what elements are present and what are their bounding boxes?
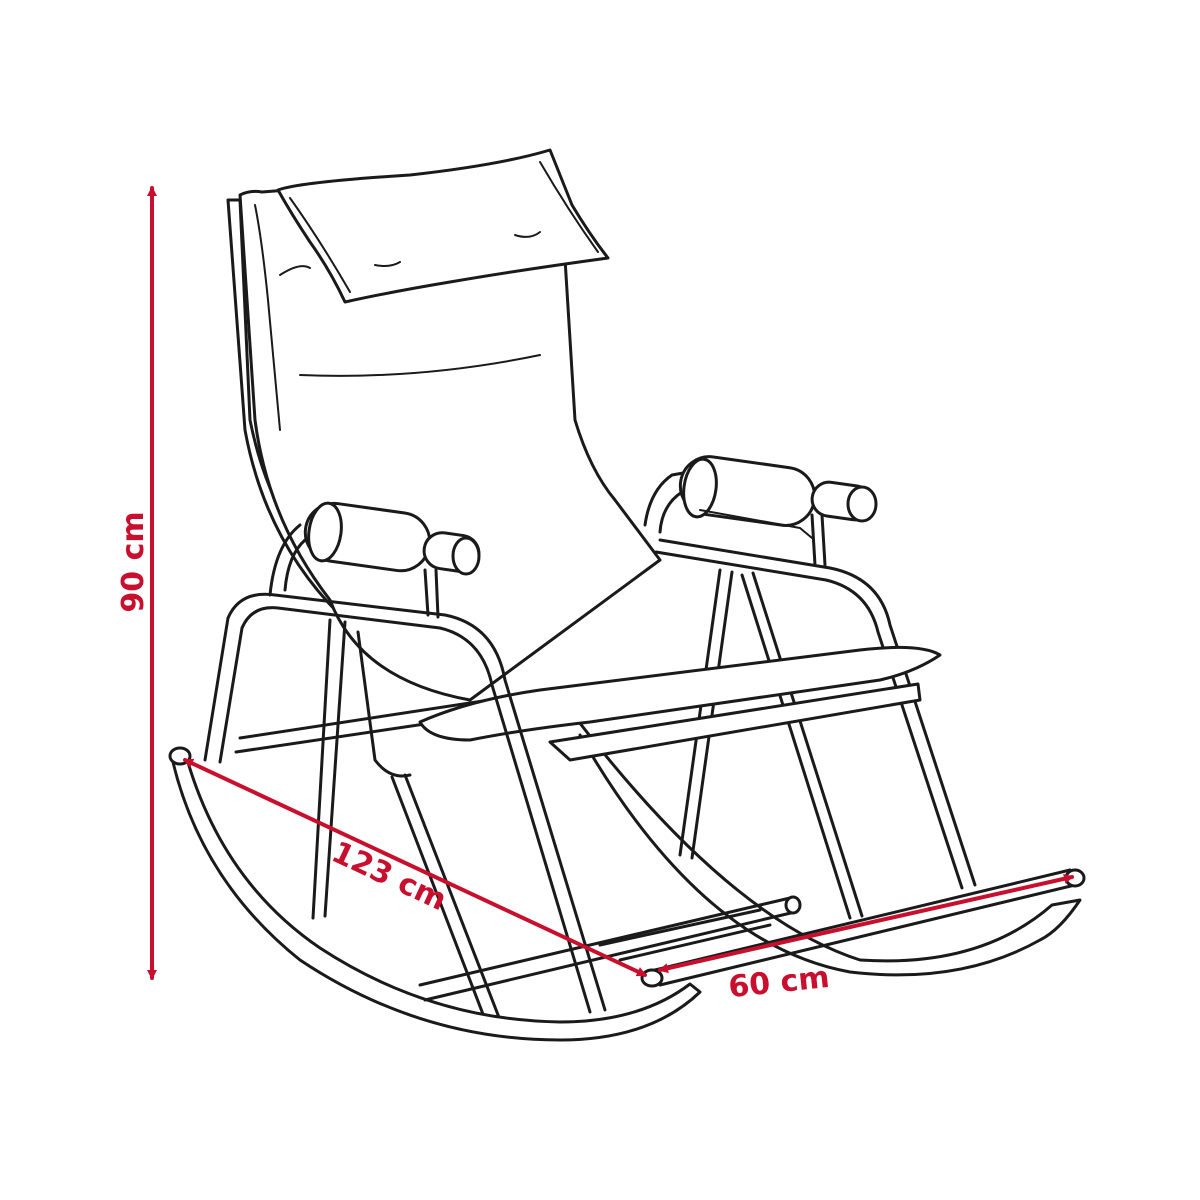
left-armrest bbox=[303, 501, 481, 619]
seat-cushion bbox=[418, 645, 942, 762]
head-pillow bbox=[276, 148, 610, 304]
right-armrest bbox=[643, 455, 878, 567]
height-dimension: 90 cm bbox=[116, 186, 157, 980]
height-dimension-label: 90 cm bbox=[116, 511, 151, 612]
width-dimension-line bbox=[658, 873, 1074, 974]
front-rocker bbox=[168, 746, 1086, 1042]
length-dimension-line bbox=[183, 758, 647, 977]
length-dimension: 123 cm bbox=[183, 758, 647, 977]
width-dimension: 60 cm bbox=[658, 873, 1074, 1005]
right-side-frame bbox=[654, 538, 977, 920]
rocking-chair-illustration bbox=[168, 148, 1086, 1042]
